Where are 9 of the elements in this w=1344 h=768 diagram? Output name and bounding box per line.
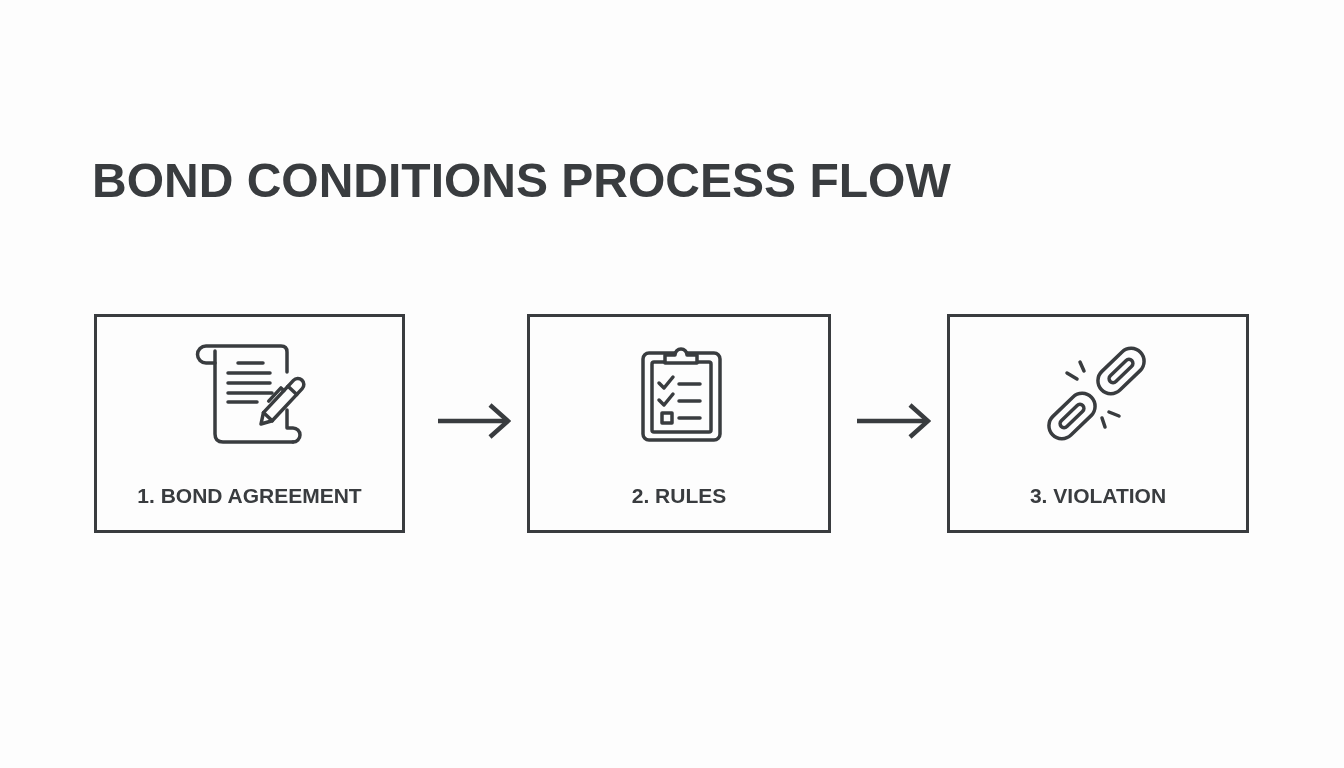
process-box <box>94 314 405 533</box>
diagram-title: BOND CONDITIONS PROCESS FLOW <box>92 157 951 205</box>
process-box <box>947 314 1249 533</box>
step-label: 2. RULES <box>631 485 727 506</box>
step-label: 1. BOND AGREEMENT <box>137 485 362 506</box>
process-box <box>527 314 831 533</box>
arrow <box>438 402 511 440</box>
arrow <box>857 402 931 440</box>
step-label: 3. VIOLATION <box>1029 485 1167 506</box>
